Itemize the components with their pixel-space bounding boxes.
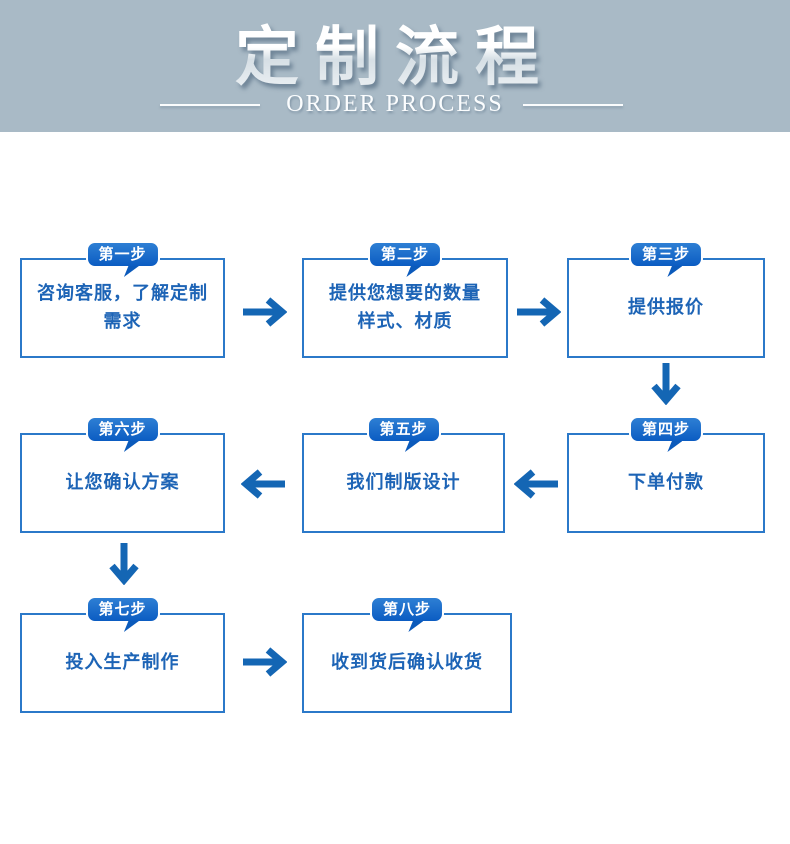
step-1-box: 咨询客服，了解定制 需求 [20, 258, 225, 358]
flow-arrow-right-icon [241, 296, 287, 328]
speech-bubble-tail [667, 441, 683, 452]
speech-bubble-tail [667, 266, 683, 277]
step-3-box: 提供报价 [567, 258, 765, 358]
step-1-label: 第一步 [98, 246, 147, 263]
step-5-badge: 第五步 [366, 416, 441, 452]
step-7-badge: 第七步 [85, 596, 160, 632]
step-6: 让您确认方案 第六步 [20, 416, 225, 533]
step-8: 收到货后确认收货 第八步 [302, 596, 512, 713]
step-7-box: 投入生产制作 [20, 613, 225, 713]
step-4: 下单付款 第四步 [567, 416, 765, 533]
flow-arrow-down-icon [650, 361, 682, 405]
step-4-label: 第四步 [641, 421, 691, 438]
speech-bubble-tail [123, 441, 139, 452]
step-4-text: 下单付款 [628, 472, 704, 493]
step-6-label: 第六步 [98, 421, 147, 438]
step-5-label: 第五步 [379, 421, 428, 438]
flow-arrow-down-icon [108, 541, 140, 585]
speech-bubble-tail [404, 441, 420, 452]
step-2-box: 提供您想要的数量 样式、材质 [302, 258, 508, 358]
step-8-text: 收到货后确认收货 [331, 652, 483, 673]
step-4-badge: 第四步 [628, 416, 704, 452]
page-subtitle: ORDER PROCESS [286, 91, 504, 117]
step-8-label: 第八步 [382, 601, 432, 618]
step-6-badge: 第六步 [85, 416, 160, 452]
step-8-box: 收到货后确认收货 [302, 613, 512, 713]
step-1-badge: 第一步 [85, 241, 160, 277]
step-7-label: 第七步 [98, 601, 147, 618]
flow-arrow-left-icon [241, 468, 287, 500]
flow-arrow-right-icon [241, 646, 287, 678]
step-6-text: 让您确认方案 [65, 472, 180, 493]
flow-arrow-left-icon [514, 468, 560, 500]
step-8-badge: 第八步 [369, 596, 445, 632]
step-1: 咨询客服，了解定制 需求 第一步 [20, 241, 225, 358]
subtitle-right-line [523, 104, 623, 106]
step-6-box: 让您确认方案 [20, 433, 225, 533]
speech-bubble-tail [123, 266, 139, 277]
step-3: 提供报价 第三步 [567, 241, 765, 358]
step-3-badge: 第三步 [628, 241, 704, 277]
header-banner: 定制流程 ORDER PROCESS [0, 0, 790, 132]
step-1-text: 咨询客服，了解定制 需求 [37, 283, 208, 331]
step-2-text: 提供您想要的数量 样式、材质 [329, 283, 481, 331]
step-7: 投入生产制作 第七步 [20, 596, 225, 713]
step-2-label: 第二步 [380, 246, 430, 263]
step-5-box: 我们制版设计 [302, 433, 505, 533]
flow-arrow-right-icon [515, 296, 561, 328]
step-5: 我们制版设计 第五步 [302, 416, 505, 533]
page-title: 定制流程 [0, 6, 790, 98]
speech-bubble-tail [406, 266, 422, 277]
speech-bubble-tail [123, 621, 139, 632]
subtitle-left-line [160, 104, 260, 106]
step-4-box: 下单付款 [567, 433, 765, 533]
step-5-text: 我们制版设计 [346, 472, 461, 493]
step-2: 提供您想要的数量 样式、材质 第二步 [302, 241, 508, 358]
step-2-badge: 第二步 [367, 241, 443, 277]
step-3-label: 第三步 [641, 246, 691, 263]
step-7-text: 投入生产制作 [65, 652, 180, 673]
step-3-text: 提供报价 [628, 297, 704, 318]
speech-bubble-tail [408, 621, 424, 632]
